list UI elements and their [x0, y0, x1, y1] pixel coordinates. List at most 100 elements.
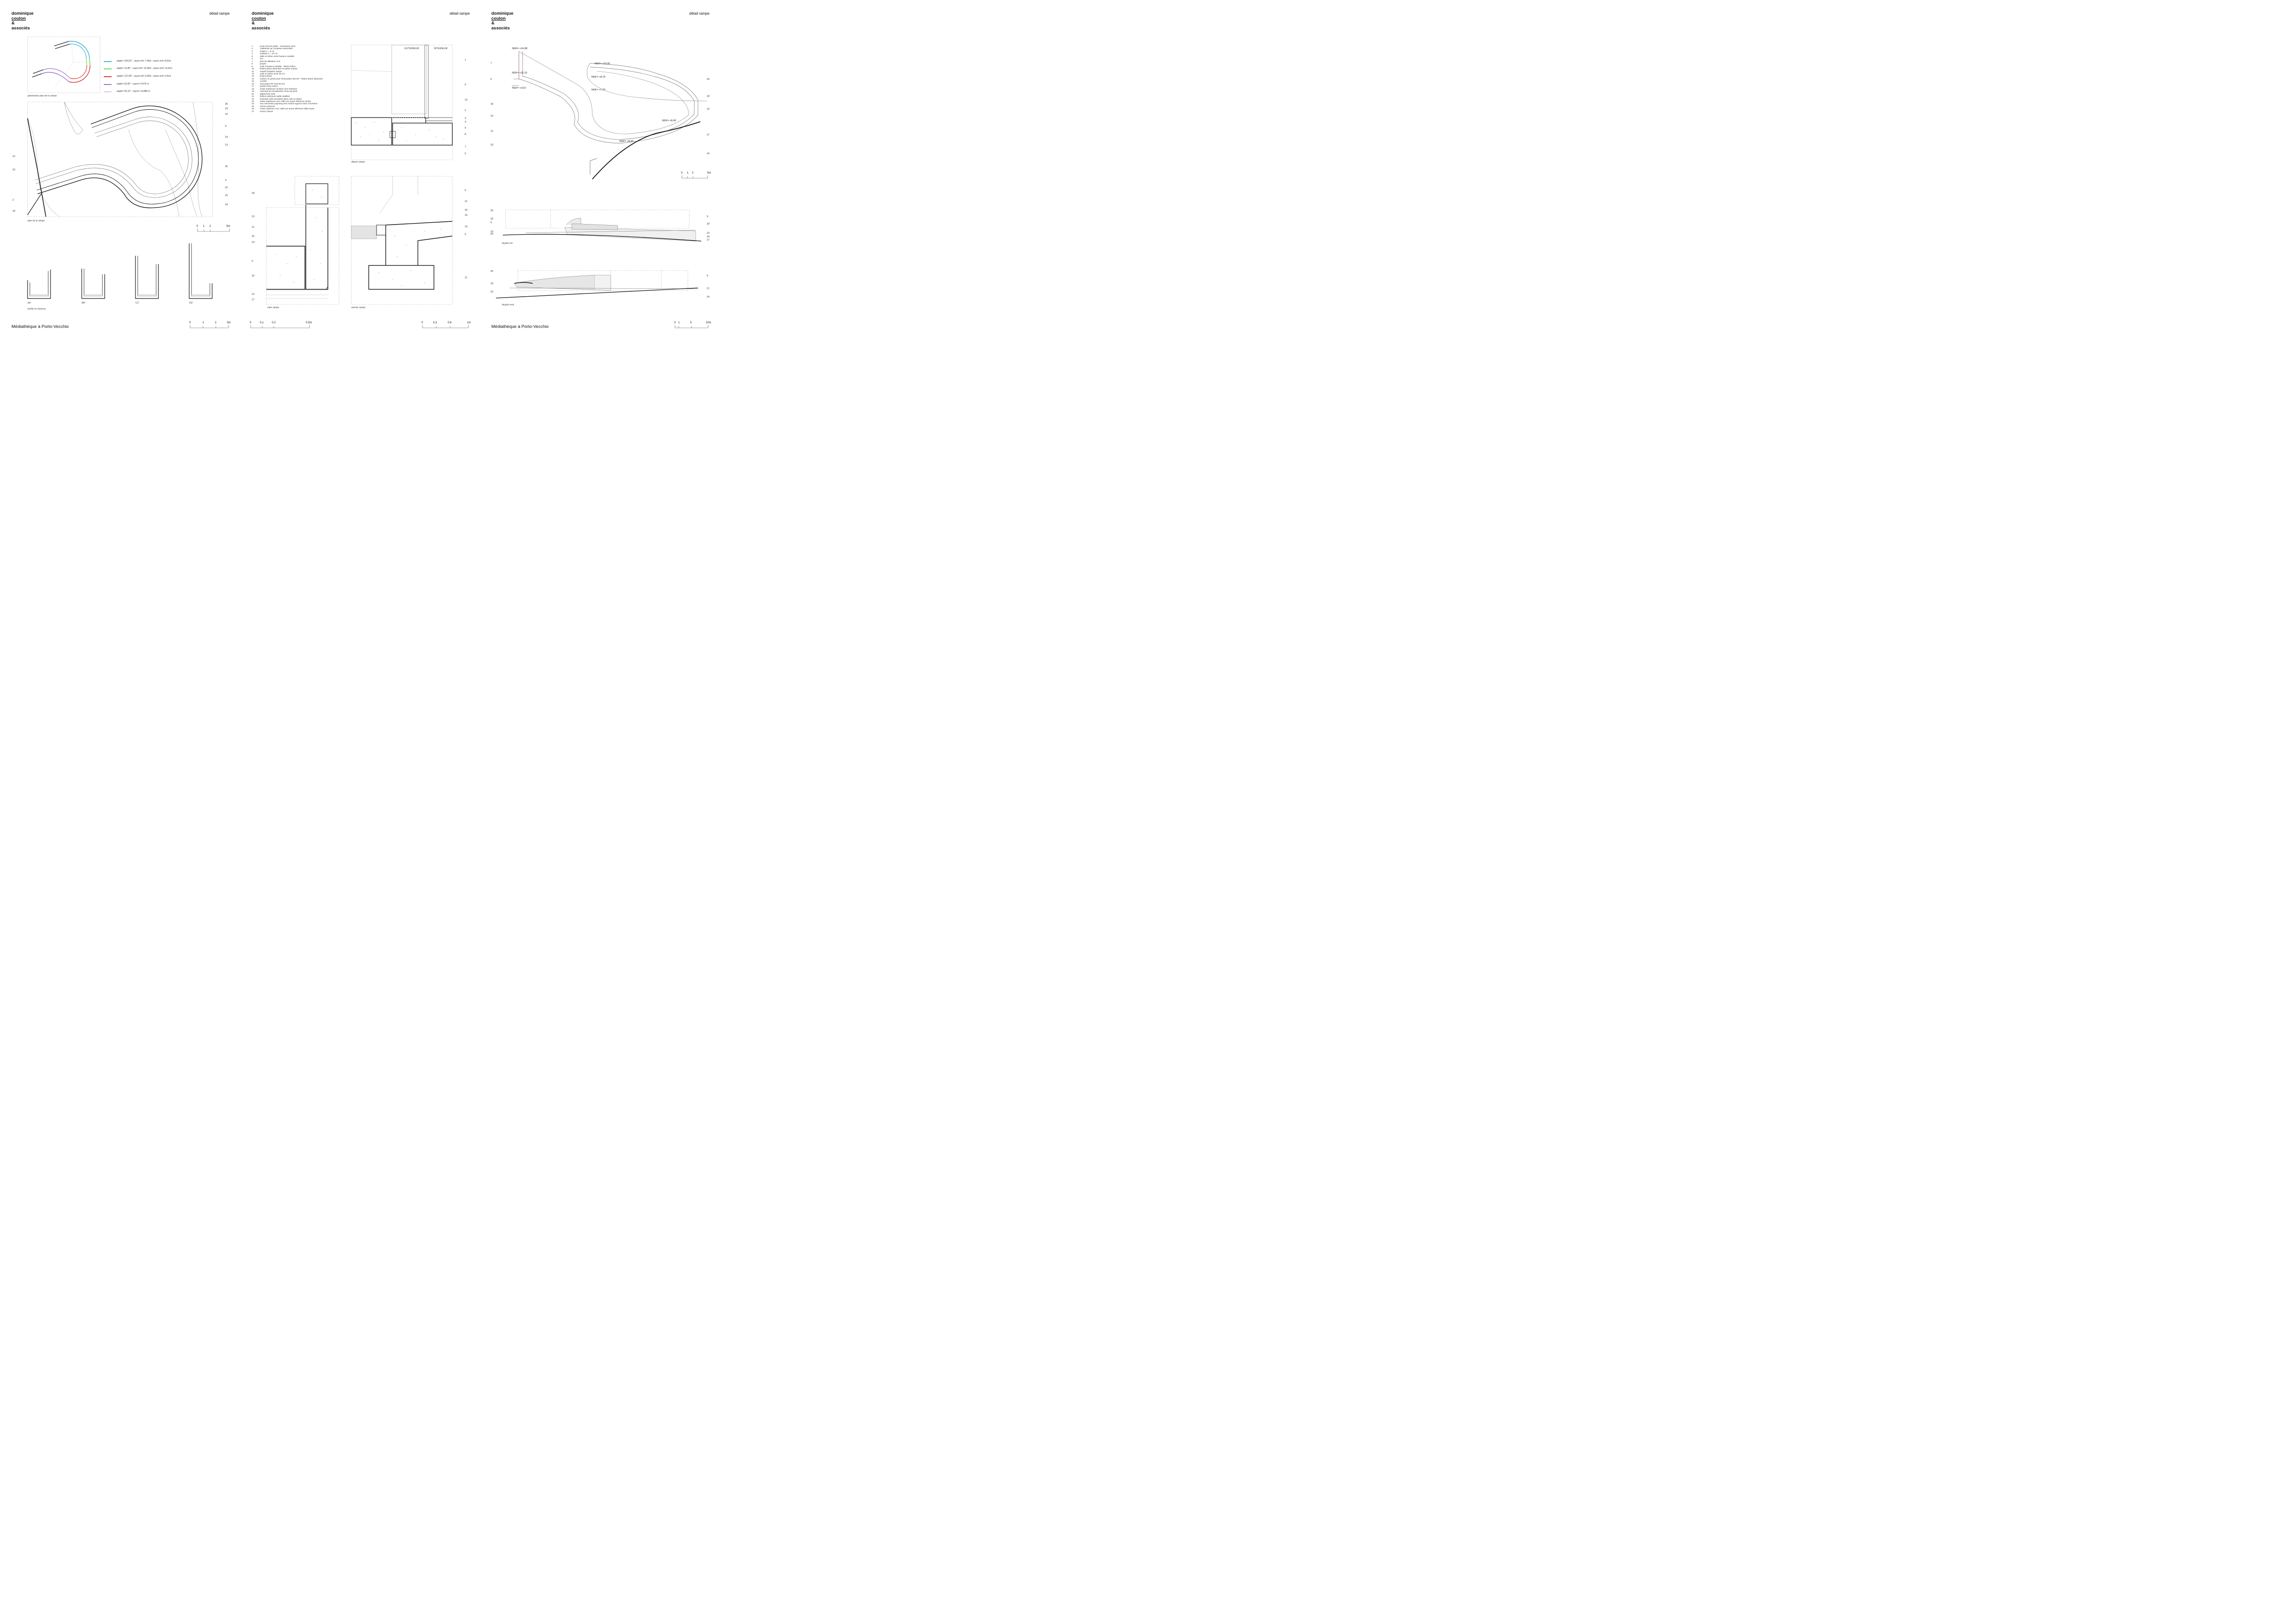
- callout-number: 10: [490, 115, 494, 118]
- note-text: rocher préservé: [260, 105, 275, 107]
- ngf-label: NGF= +10,20: [595, 62, 610, 65]
- scale-label: 0: [189, 321, 191, 324]
- callout-number: 5: [465, 152, 467, 155]
- note-text: finition extérieure sable stabilisé: [260, 95, 290, 98]
- note-text: joint de dilatation 2cm: [260, 60, 281, 62]
- ngf-label: NGF= +14,38: [512, 47, 528, 50]
- logo-3: dominique coulon & associés: [491, 11, 513, 31]
- callout-number: 16: [252, 275, 255, 277]
- scale-label: 0,5m: [306, 321, 312, 324]
- note-number: 22: [252, 97, 254, 100]
- note-number: 17: [252, 85, 254, 88]
- callout-number: 23: [490, 231, 494, 233]
- callout-number: 18: [490, 282, 494, 285]
- callout-number: 12: [252, 226, 255, 229]
- scale-bar-graphic: [422, 325, 469, 328]
- note-text: dalle en béton armé hauteur variable: [260, 55, 294, 57]
- ngf-label: NGF= +10,5: [512, 87, 526, 90]
- callout-number: 9: [465, 189, 467, 192]
- plan-rampe-svg: [27, 101, 213, 217]
- scale-label: 5m: [226, 225, 231, 228]
- callout-number: 13: [225, 144, 228, 146]
- logo-line: coulon: [11, 16, 26, 21]
- scale-bar-graphic: [190, 325, 229, 328]
- scale-label: 1m: [467, 321, 471, 324]
- panel-title-3: détail rampe: [689, 11, 710, 16]
- note-number: 11: [252, 70, 254, 73]
- scale-label: 1: [203, 321, 204, 324]
- arrivee-rampe-svg: [351, 176, 453, 305]
- label-exterieur: EXTERIEUR: [405, 47, 419, 50]
- profils-sections: [27, 241, 213, 303]
- scale-bar-voile: 0 0,1 0,2 0,5m: [250, 321, 312, 331]
- note-number: 14: [252, 77, 254, 80]
- scale-label: 3m: [227, 321, 231, 324]
- logo-line: &: [11, 21, 15, 26]
- callout-number: 18: [707, 95, 710, 98]
- note-item: 7 joint de dilatation 2cm: [252, 60, 343, 62]
- section-label: AA': [28, 302, 31, 304]
- caption-facade-est: façade est: [502, 242, 513, 245]
- callout-number: 23: [490, 144, 494, 146]
- note-text: luminaire LED encastrés dans voile en bé…: [260, 97, 302, 100]
- note-text: voile en béton armé 20 cm: [260, 72, 285, 75]
- ngf-label: NGF= +8,70: [591, 76, 606, 79]
- callout-number: 23: [225, 194, 228, 197]
- caption-voile: voile rampe: [267, 306, 279, 309]
- note-text: surface en pente pour l'évacuation des E…: [260, 77, 323, 80]
- callout-number: 20: [707, 78, 710, 81]
- callout-number: 2: [12, 199, 14, 202]
- note-number: 21: [252, 95, 254, 98]
- note-text: caniveau de récupération d'eau de pluie: [260, 90, 298, 93]
- callout-number: 27: [707, 287, 710, 290]
- scale-bar-profils: 0 1 2 3m: [189, 321, 231, 331]
- note-number: 8: [252, 62, 253, 65]
- note-text: cuvette: [260, 80, 267, 83]
- callout-number: 18: [252, 192, 255, 195]
- note-item: 21 finition extérieure sable stabilisé: [252, 95, 343, 97]
- callout-number: 27: [707, 134, 710, 136]
- callout-number: 19: [465, 225, 468, 228]
- scale-label: 0: [197, 225, 198, 228]
- note-text: arase supérieure inclinée vers l'intérie…: [260, 87, 298, 90]
- callout-number: 10: [707, 108, 710, 111]
- legend-swatch: [104, 84, 112, 85]
- note-number: 7: [252, 60, 253, 62]
- section-label: DD': [189, 302, 193, 304]
- scale-label: 0: [681, 172, 683, 175]
- panel-title-2: détail rampe: [450, 11, 470, 16]
- callout-number: 24: [707, 152, 710, 155]
- legend-swatch: [104, 68, 112, 69]
- voile-rampe-svg: [266, 176, 339, 305]
- caption-plan: plan de la rampe: [28, 220, 45, 222]
- generatrice-svg: [27, 36, 101, 93]
- depart-rampe-svg: [351, 45, 453, 160]
- callout-number: 18: [490, 218, 494, 220]
- note-text: terrain naturel: [260, 110, 273, 113]
- logo-line: dominique: [11, 11, 34, 16]
- scale-label: 5: [690, 321, 692, 324]
- footer-project-title: Médiathèque à Porto-Vecchio: [11, 324, 69, 329]
- caption-depart: départ rampe: [351, 161, 365, 163]
- scale-bar-graphic: [250, 325, 310, 328]
- callout-number: 24: [225, 107, 228, 110]
- legend-swatch: [104, 61, 112, 62]
- scale-label: 1: [687, 172, 689, 175]
- callout-number: 9: [225, 125, 227, 128]
- ngf-label: NGF= +8,43: [619, 140, 634, 143]
- note-number: 10: [252, 68, 254, 70]
